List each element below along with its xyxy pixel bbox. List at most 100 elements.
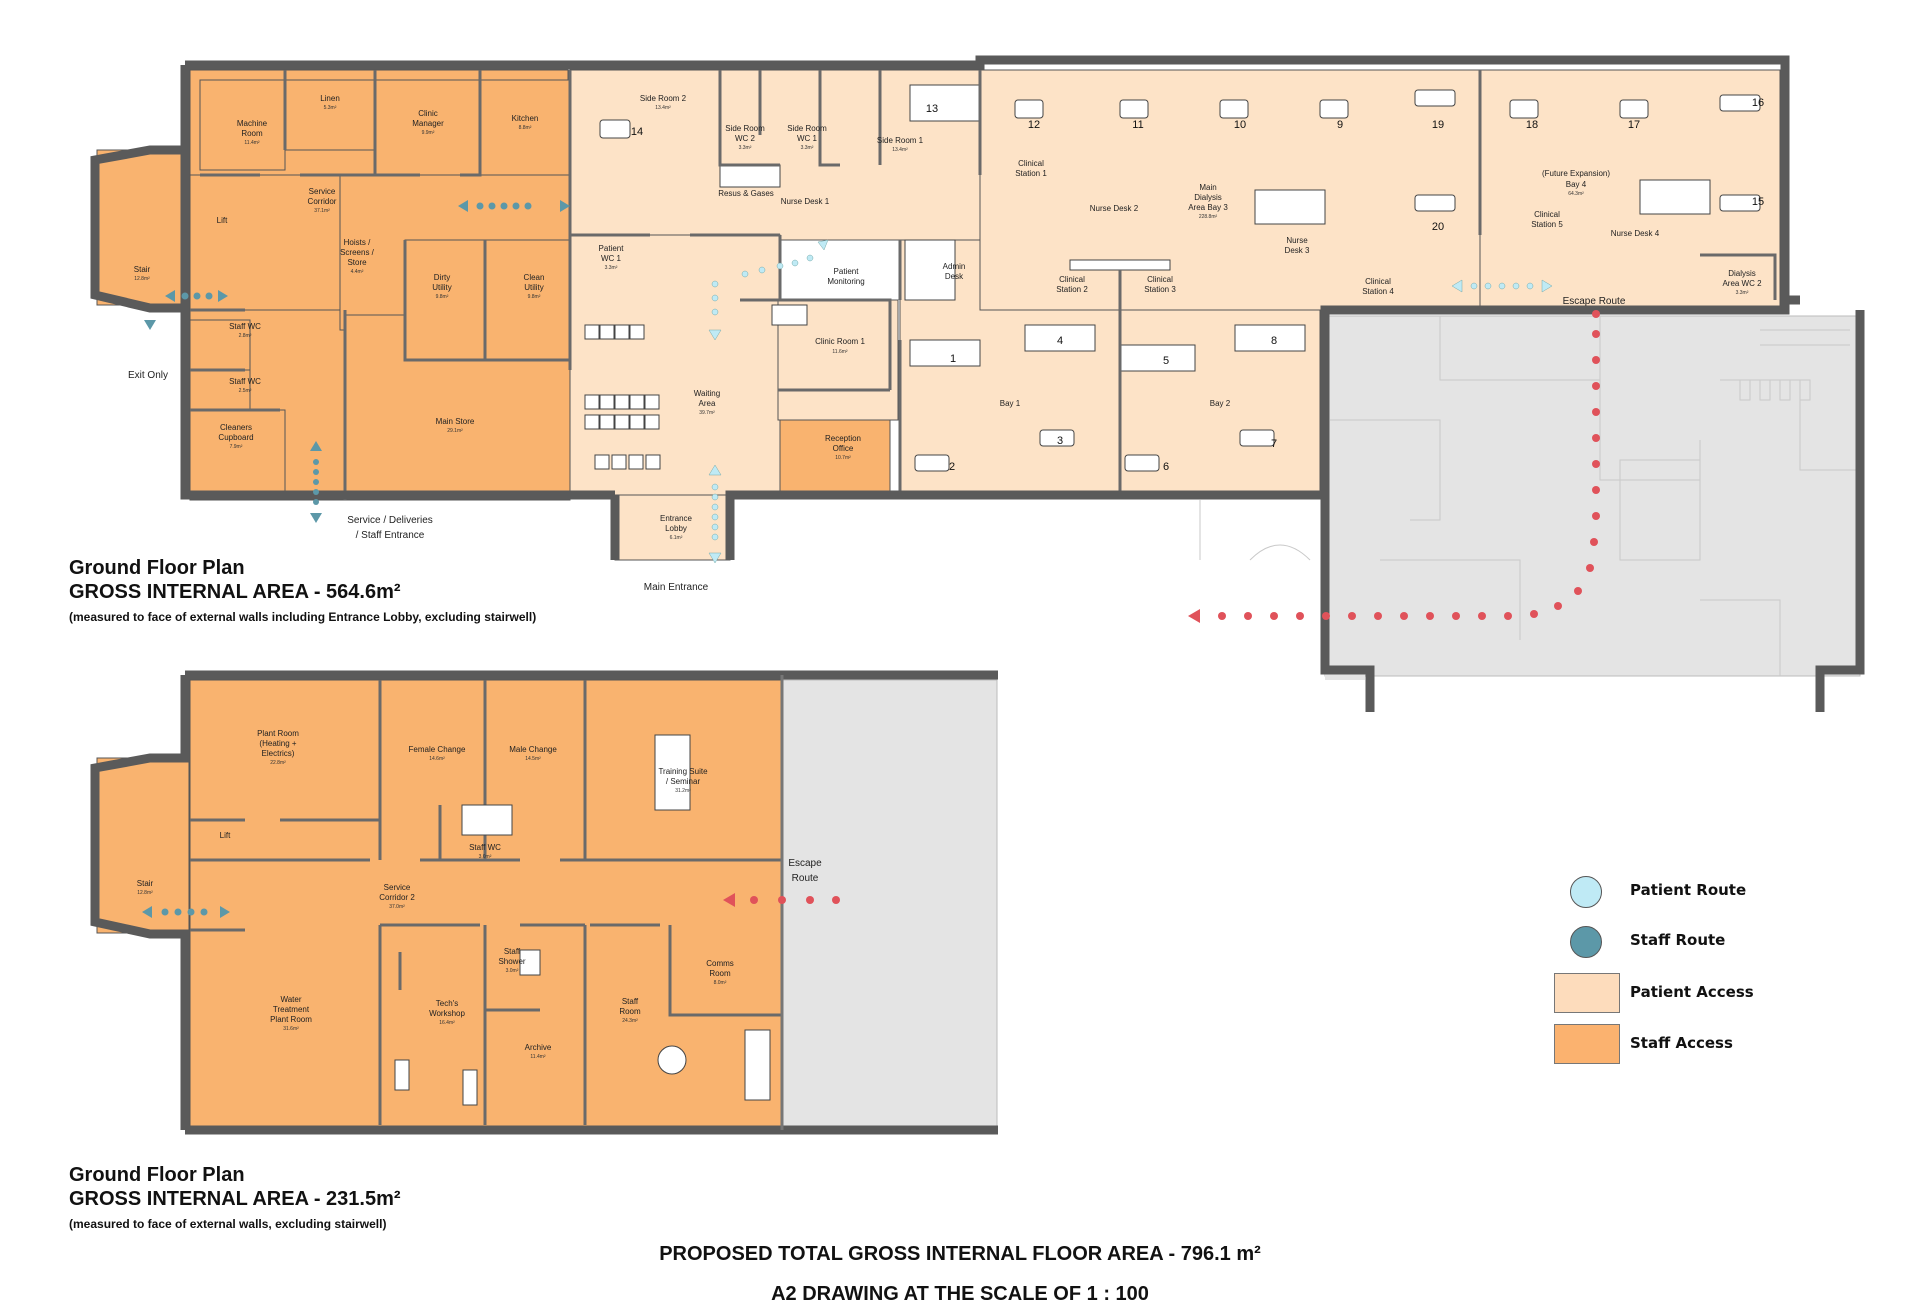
room-male-change: Male Change [509, 745, 557, 754]
svg-text:Room: Room [619, 1007, 641, 1016]
svg-text:Store: Store [347, 258, 367, 267]
svg-text:14.5m²: 14.5m² [525, 756, 541, 762]
svg-text:Utility: Utility [432, 283, 452, 292]
bay-number-20: 20 [1432, 221, 1444, 233]
room-archive: Archive [525, 1043, 552, 1052]
room-future-expansion: (Future Expansion) [1542, 169, 1610, 178]
room-clinical-station-3: Clinical [1147, 275, 1173, 284]
lower-exterior-walls [90, 670, 998, 1135]
svg-text:22.8m²: 22.8m² [270, 760, 286, 766]
svg-text:Station 2: Station 2 [1056, 285, 1088, 294]
svg-text:Monitoring: Monitoring [827, 277, 864, 286]
svg-text:16.4m²: 16.4m² [439, 1020, 455, 1026]
room-clinical-station-4: Clinical [1365, 277, 1391, 286]
svg-text:4.4m²: 4.4m² [351, 269, 364, 275]
staff-route-markers-lower [142, 906, 230, 918]
bay-number-2: 2 [949, 461, 955, 473]
room-dialysis-wc-2: Dialysis [1728, 269, 1756, 278]
svg-text:10.7m²: 10.7m² [835, 455, 851, 461]
room-staff-wc-lower: Staff WC [469, 843, 501, 852]
escape-route-markers-upper [1188, 310, 1600, 623]
svg-text:Workshop: Workshop [429, 1009, 465, 1018]
svg-text:Station 3: Station 3 [1144, 285, 1176, 294]
lower-grey-area [781, 679, 998, 1131]
svg-text:2.8m²: 2.8m² [239, 333, 252, 339]
legend-staff-route-swatch [1570, 926, 1602, 958]
svg-text:WC 1: WC 1 [797, 134, 818, 143]
svg-text:Area: Area [699, 399, 716, 408]
upper-room-labels: Machine Room 11.4m² Linen 5.3m² Clinic M… [134, 94, 1762, 541]
plan1-title: Ground Floor Plan [69, 557, 245, 579]
room-nurse-desk-2: Nurse Desk 2 [1090, 204, 1139, 213]
room-side-room-1: Side Room 1 [877, 136, 924, 145]
lower-plan: Plant Room (Heating + Electrics) 22.8m² … [90, 670, 998, 1135]
svg-text:Corridor 2: Corridor 2 [379, 893, 415, 902]
room-patient-wc-1: Patient [599, 244, 625, 253]
plan1-note: (measured to face of external walls incl… [69, 610, 537, 624]
room-staff-room: Staff [622, 997, 639, 1006]
bay-number-16: 16 [1752, 97, 1764, 109]
room-staff-wc-a: Staff WC [229, 322, 261, 331]
bay-number-4: 4 [1057, 335, 1063, 347]
room-hoists: Hoists / [344, 238, 371, 247]
legend-staff-access-label: Staff Access [1630, 1034, 1733, 1052]
bay-number-1: 1 [950, 353, 956, 365]
bay-number-9: 9 [1337, 119, 1343, 131]
svg-text:Desk 3: Desk 3 [1285, 246, 1310, 255]
room-main-store: Main Store [436, 417, 475, 426]
room-clean-utility: Clean [524, 273, 545, 282]
bay-number-8: 8 [1271, 335, 1277, 347]
svg-text:Screens /: Screens / [340, 248, 375, 257]
svg-text:64.3m²: 64.3m² [1568, 191, 1584, 197]
escape-route-label-lower-2: Route [792, 873, 819, 884]
svg-text:Room: Room [709, 969, 731, 978]
svg-text:Treatment: Treatment [273, 1005, 310, 1014]
lower-room-labels: Plant Room (Heating + Electrics) 22.8m² … [137, 729, 734, 1060]
room-waiting-area: Waiting [694, 389, 720, 398]
svg-text:7.9m²: 7.9m² [230, 444, 243, 450]
svg-text:3.3m²: 3.3m² [739, 145, 752, 151]
room-dirty-utility: Dirty [434, 273, 450, 282]
plan1-title-block: Ground Floor Plan GROSS INTERNAL AREA - … [69, 556, 536, 624]
room-clinical-station-5: Clinical [1534, 210, 1560, 219]
svg-text:9.9m²: 9.9m² [422, 130, 435, 136]
svg-text:13.4m²: 13.4m² [892, 147, 908, 153]
legend-patient-access-label: Patient Access [1630, 983, 1754, 1001]
room-nurse-desk-1: Nurse Desk 1 [781, 197, 830, 206]
svg-text:Room: Room [241, 129, 263, 138]
svg-text:3.3m²: 3.3m² [605, 265, 618, 271]
svg-text:Shower: Shower [498, 957, 525, 966]
escape-route-label-lower: Escape [788, 858, 822, 869]
svg-text:3.0m²: 3.0m² [479, 854, 492, 860]
bay-number-14: 14 [631, 126, 643, 138]
svg-text:Corridor: Corridor [308, 197, 337, 206]
room-nurse-desk-3: Nurse [1286, 236, 1308, 245]
svg-text:Electrics): Electrics) [262, 749, 295, 758]
room-female-change: Female Change [409, 745, 466, 754]
svg-text:Manager: Manager [412, 119, 444, 128]
svg-text:37.1m²: 37.1m² [314, 208, 330, 214]
svg-text:9.8m²: 9.8m² [436, 294, 449, 300]
plan2-area: GROSS INTERNAL AREA - 231.5m² [69, 1188, 401, 1210]
room-staff-wc-b: Staff WC [229, 377, 261, 386]
bay-number-6: 6 [1163, 461, 1169, 473]
svg-text:228.8m²: 228.8m² [1199, 214, 1218, 220]
existing-outer-wall [1320, 310, 1375, 712]
svg-text:39.7m²: 39.7m² [699, 410, 715, 416]
svg-text:Lobby: Lobby [665, 524, 687, 533]
footer-total-area: PROPOSED TOTAL GROSS INTERNAL FLOOR AREA… [659, 1243, 1261, 1265]
room-service-corridor-2: Service [384, 883, 411, 892]
escape-route-markers-lower [723, 893, 840, 907]
bay-beds [719, 84, 1711, 372]
svg-text:9.8m²: 9.8m² [528, 294, 541, 300]
svg-text:3.3m²: 3.3m² [1736, 290, 1749, 296]
room-machine-room: Machine [237, 119, 268, 128]
svg-text:WC 2: WC 2 [735, 134, 756, 143]
bay-number-3: 3 [1057, 435, 1063, 447]
room-stair-lower: Stair [137, 879, 154, 888]
service-entrance-label: Service / Deliveries [347, 515, 433, 526]
room-main-dialysis: Main [1199, 183, 1216, 192]
room-resus: Resus & Gases [718, 189, 774, 198]
svg-text:37.0m²: 37.0m² [389, 904, 405, 910]
